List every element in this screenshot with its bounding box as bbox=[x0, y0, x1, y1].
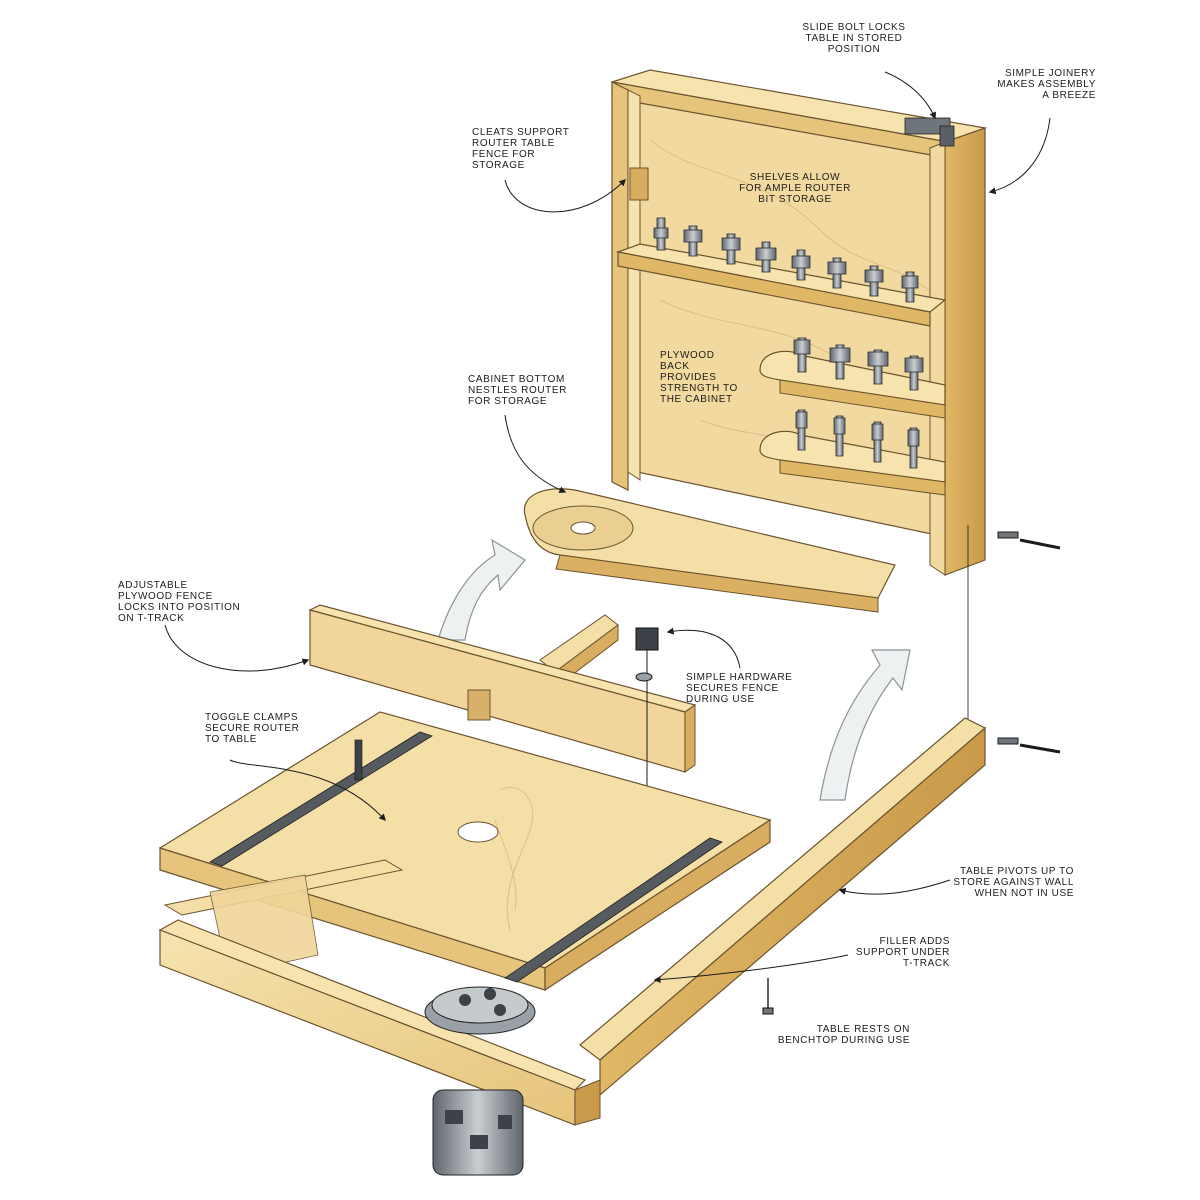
wall-mount-screws bbox=[967, 525, 1061, 754]
t-track-right bbox=[504, 837, 723, 983]
lower-bit-shelf bbox=[759, 430, 946, 496]
wall-cabinet bbox=[523, 69, 988, 613]
router-bits-upper bbox=[653, 217, 919, 303]
toggle-clamp bbox=[354, 739, 363, 781]
router-insert-hole bbox=[457, 821, 499, 843]
pivot-arrow-right bbox=[819, 649, 911, 801]
router-bits-middle bbox=[793, 337, 924, 391]
t-track-left bbox=[209, 731, 433, 867]
cabinet-right-side bbox=[944, 127, 986, 576]
slide-bolt bbox=[904, 117, 955, 147]
router-motor bbox=[424, 986, 536, 1176]
fence-cleat bbox=[629, 167, 649, 201]
upper-bit-shelf bbox=[615, 243, 947, 327]
pivot-rail bbox=[579, 717, 987, 1097]
router-bits-lower bbox=[795, 409, 920, 469]
rest-bolt bbox=[762, 978, 774, 1015]
callout-leaders bbox=[164, 71, 1051, 984]
fence-knob bbox=[635, 627, 659, 830]
pivot-arrow-left bbox=[437, 538, 526, 641]
cabinet-bottom bbox=[523, 488, 896, 613]
cabinet-left-side bbox=[611, 81, 629, 491]
base-frame bbox=[158, 859, 601, 1126]
adjustable-fence bbox=[308, 604, 697, 773]
